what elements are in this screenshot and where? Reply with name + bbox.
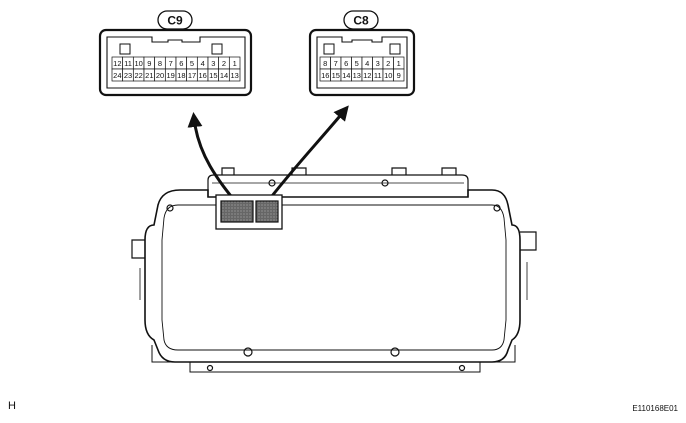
connector-c8-pin-number: 16	[321, 71, 329, 80]
connector-c8-pin-number: 2	[386, 59, 390, 68]
connector-c9-pin-number: 24	[113, 71, 121, 80]
arrow-to-c8	[263, 105, 349, 206]
connector-c8-pin-number: 14	[342, 71, 350, 80]
connector-c8-pin-number: 15	[332, 71, 340, 80]
connector-c9-pin-number: 14	[220, 71, 228, 80]
connector-c9-label-text: C9	[167, 14, 183, 28]
meter-port-c8	[255, 200, 279, 223]
connector-c9-pin-number: 11	[124, 59, 132, 68]
meter-boss-2	[390, 347, 400, 357]
meter-inner-contour	[161, 204, 507, 351]
meter-boss-4	[458, 364, 466, 372]
connector-c9-pin-number: 16	[198, 71, 206, 80]
connector-c8-pin-number: 4	[365, 59, 369, 68]
meter-outer-body	[144, 189, 521, 363]
connector-c9-pin-number: 7	[169, 59, 173, 68]
connector-c9-pin-number: 2	[222, 59, 226, 68]
meter-screw-top-left	[268, 179, 276, 187]
meter-boss-1	[243, 347, 253, 357]
connector-c8-pin-number: 7	[334, 59, 338, 68]
connector-c8-pin-number: 6	[344, 59, 348, 68]
arrow-to-c9	[187, 112, 240, 206]
meter-bottom-lip	[189, 362, 481, 373]
meter-top-tab-1	[221, 167, 235, 175]
connector-c8-label-text: C8	[353, 14, 369, 28]
connector-c9-pin-number: 3	[211, 59, 215, 68]
meter-screw-top-right	[381, 179, 389, 187]
meter-top-tab-3	[391, 167, 407, 175]
connector-c8-pin-number: 11	[374, 71, 382, 80]
connector-c8-pin-number: 8	[323, 59, 327, 68]
connector-c9-pin-number: 12	[113, 59, 121, 68]
connector-c8-pin-number: 3	[376, 59, 380, 68]
connector-c9-pin-number: 9	[147, 59, 151, 68]
connector-c9-key-right	[211, 43, 223, 55]
connector-c9-pin-number: 13	[230, 71, 238, 80]
connector-c9-pin-number: 23	[124, 71, 132, 80]
meter-foot-right	[495, 345, 516, 363]
connector-c8-pin-number: 12	[363, 71, 371, 80]
connector-c9-pin-number: 10	[134, 59, 142, 68]
meter-top-tab-4	[441, 167, 457, 175]
meter-left-ear	[131, 239, 145, 259]
connector-c8-pin-number: 1	[397, 59, 401, 68]
figure-code: E110168E01	[632, 404, 678, 413]
connector-c9-pin-number: 18	[177, 71, 185, 80]
corner-code-left: H	[8, 400, 16, 412]
connector-c9-pin-number: 15	[209, 71, 217, 80]
meter-right-ear	[520, 231, 537, 251]
connector-c9-pin-number: 1	[233, 59, 237, 68]
meter-top-strip	[207, 174, 469, 197]
meter-boss-3	[206, 364, 214, 372]
meter-top-tab-2	[291, 167, 307, 175]
connector-c8-key-right	[389, 43, 401, 55]
connector-c9-pin-number: 22	[134, 71, 142, 80]
connector-c8-pin-number: 10	[384, 71, 392, 80]
connector-c9-pin-number: 8	[158, 59, 162, 68]
connector-c9-pin-number: 17	[188, 71, 196, 80]
connector-c9-key-left	[119, 43, 131, 55]
meter-boss-6	[493, 204, 501, 212]
connector-c9-pin-number: 20	[156, 71, 164, 80]
connector-c8-pin-number: 9	[397, 71, 401, 80]
connector-c8-pin-cell	[393, 68, 405, 82]
connector-c9-pin-number: 21	[145, 71, 153, 80]
connector-c8-key-left	[323, 43, 335, 55]
connector-c9-pin-number: 19	[166, 71, 174, 80]
combination-meter	[131, 167, 537, 373]
connector-c9-pin-number: 6	[179, 59, 183, 68]
connector-c9-pin-number: 5	[190, 59, 194, 68]
connector-c8-pin-number: 13	[353, 71, 361, 80]
meter-port-c9	[220, 200, 254, 223]
meter-boss-5	[166, 204, 174, 212]
connector-c9-pin-cell	[228, 68, 241, 82]
meter-connector-ports	[215, 194, 283, 230]
connector-c8-label: C8	[343, 10, 379, 30]
connector-c9-pin-number: 4	[201, 59, 205, 68]
connector-c9-label: C9	[157, 10, 193, 30]
connector-c8-pin-number: 5	[355, 59, 359, 68]
meter-foot-left	[151, 345, 172, 363]
